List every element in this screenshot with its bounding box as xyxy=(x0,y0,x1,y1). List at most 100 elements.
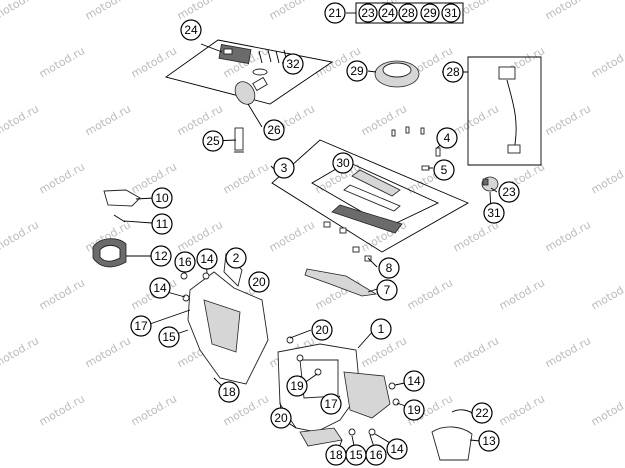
watermark-text: motod.ru xyxy=(405,276,455,312)
watermark-text: motod.ru xyxy=(83,102,133,138)
watermark-text: motod.ru xyxy=(175,218,225,254)
part-tail-cover xyxy=(431,426,473,461)
callout-number: 18 xyxy=(329,448,343,462)
callout-number: 29 xyxy=(350,64,364,78)
kit-member-number: 24 xyxy=(381,6,395,20)
watermark-text: motod.ru xyxy=(129,44,179,80)
watermark-text: motod.ru xyxy=(0,0,41,23)
part-mount-bracket xyxy=(304,268,378,297)
callout-32: 32 xyxy=(282,53,304,75)
callout-circle xyxy=(403,370,425,392)
callout-circle xyxy=(332,152,354,174)
callout-number: 26 xyxy=(267,123,281,137)
watermark-text: motod.ru xyxy=(175,0,225,23)
callout-number: 31 xyxy=(487,206,501,220)
callout-circle xyxy=(311,319,333,341)
callout-number: 20 xyxy=(252,275,266,289)
watermark-text: motod.ru xyxy=(37,44,87,80)
callout-number: 4 xyxy=(444,131,451,145)
callout-number: 11 xyxy=(156,217,169,231)
callout-circle xyxy=(273,157,295,179)
callout-number: 19 xyxy=(290,379,304,393)
callout-number: 23 xyxy=(502,185,516,199)
callout-18: 18 xyxy=(325,444,347,466)
watermark-text: motod.ru xyxy=(589,160,625,196)
callout-2: 2 xyxy=(225,247,247,269)
watermark-text: motod.ru xyxy=(589,44,625,80)
callout-25: 25 xyxy=(202,130,224,152)
watermark-text: motod.ru xyxy=(37,392,87,428)
part-fuel-cap xyxy=(374,60,420,88)
callout-8: 8 xyxy=(378,257,400,279)
callout-30: 30 xyxy=(332,152,354,174)
callout-number: 2 xyxy=(233,251,240,265)
watermark-text: motod.ru xyxy=(0,334,41,370)
callout-number: 13 xyxy=(482,434,496,448)
callout-20: 20 xyxy=(311,319,333,341)
watermark-text: motod.ru xyxy=(129,392,179,428)
callout-7: 7 xyxy=(376,279,398,301)
callout-number: 25 xyxy=(206,134,220,148)
watermark-text: motod.ru xyxy=(359,102,409,138)
callout-circle xyxy=(174,251,196,273)
callout-28: 28 xyxy=(442,61,464,83)
callout-number: 32 xyxy=(286,57,300,71)
callout-circle xyxy=(130,315,152,337)
callout-5: 5 xyxy=(433,159,455,181)
callout-number: 20 xyxy=(315,323,329,337)
callout-circle xyxy=(365,444,387,466)
watermark-text: motod.ru xyxy=(543,0,593,23)
part-fuel-sender xyxy=(498,66,521,154)
watermark-text: motod.ru xyxy=(589,392,625,428)
callout-number: 8 xyxy=(386,261,393,275)
callout-26: 26 xyxy=(263,119,285,141)
callout-number: 22 xyxy=(475,406,489,420)
watermark-text: motod.ru xyxy=(589,276,625,312)
part-fuel-valve xyxy=(481,176,499,192)
callout-number: 14 xyxy=(407,374,421,388)
callout-circle xyxy=(151,187,173,209)
callout-layer: 1234578101112131414141415151616171718181… xyxy=(130,19,520,466)
callout-circle xyxy=(325,444,347,466)
callout-3: 3 xyxy=(273,157,295,179)
watermark-text: motod.ru xyxy=(497,392,547,428)
watermark-text: motod.ru xyxy=(451,334,501,370)
callout-18: 18 xyxy=(218,381,240,403)
watermark-text: motod.ru xyxy=(267,0,317,23)
callout-13: 13 xyxy=(478,430,500,452)
callout-12: 12 xyxy=(150,245,172,267)
callout-22: 22 xyxy=(471,402,493,424)
part-bracket-small xyxy=(391,126,441,171)
part-side-fairing-left xyxy=(187,253,269,385)
callout-circle xyxy=(286,375,308,397)
callout-circle xyxy=(483,202,505,224)
watermark-text: motod.ru xyxy=(83,334,133,370)
callout-circle xyxy=(150,245,172,267)
callout-17: 17 xyxy=(130,315,152,337)
callout-number: 17 xyxy=(324,397,338,411)
callout-number: 14 xyxy=(153,281,167,295)
callout-circle xyxy=(442,61,464,83)
callout-20: 20 xyxy=(270,407,292,429)
part-ignition-switch xyxy=(234,76,268,105)
watermark-text: motod.ru xyxy=(497,276,547,312)
callout-10: 10 xyxy=(151,187,173,209)
callout-19: 19 xyxy=(286,375,308,397)
callout-circle xyxy=(218,381,240,403)
watermark-text: motod.ru xyxy=(451,102,501,138)
callout-4: 4 xyxy=(436,127,458,149)
callout-number: 16 xyxy=(369,448,383,462)
watermark-text: motod.ru xyxy=(37,160,87,196)
callout-number: 30 xyxy=(336,156,350,170)
callout-number: 10 xyxy=(155,191,169,205)
watermark-text: motod.ru xyxy=(543,334,593,370)
callout-number: 19 xyxy=(407,403,421,417)
callout-number: 16 xyxy=(178,255,192,269)
callout-circle xyxy=(498,181,520,203)
callout-circle xyxy=(151,213,173,235)
callout-1: 1 xyxy=(370,318,392,340)
callout-circle xyxy=(248,271,270,293)
callout-number: 3 xyxy=(281,161,288,175)
callout-number: 18 xyxy=(222,385,236,399)
